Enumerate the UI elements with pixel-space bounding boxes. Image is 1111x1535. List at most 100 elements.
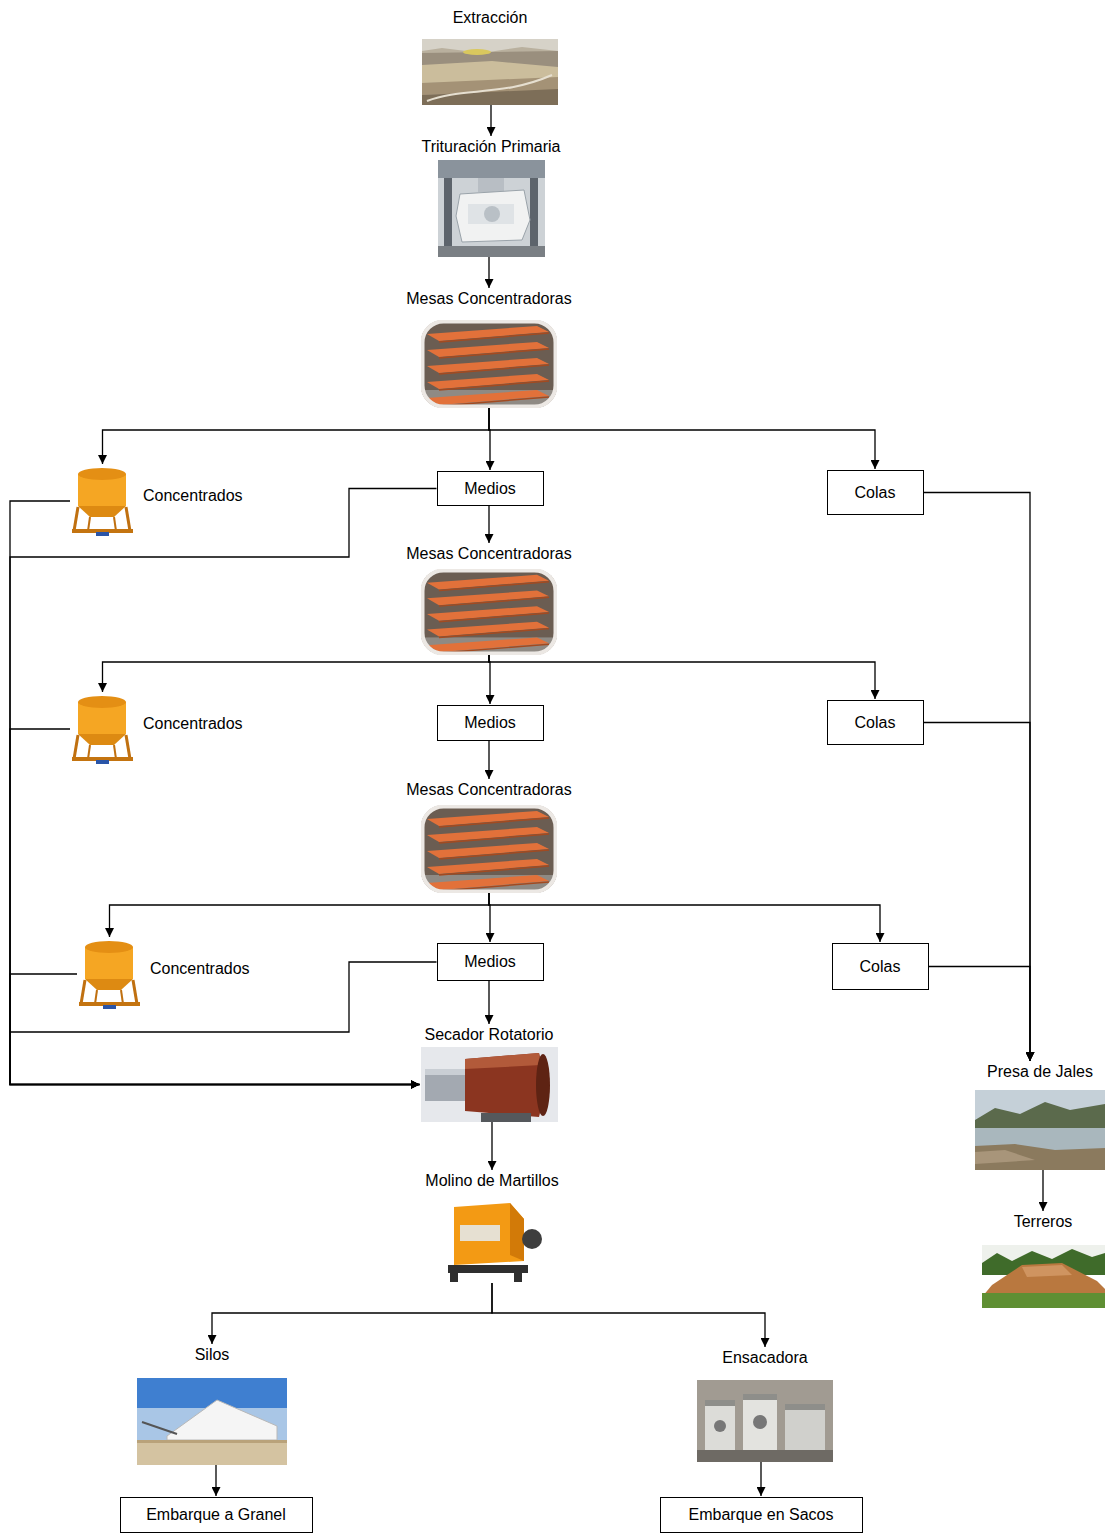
photo-illustration	[137, 1378, 287, 1465]
process-step: Terreros	[980, 1212, 1106, 1308]
process-box: Embarque en Sacos	[660, 1497, 863, 1533]
process-step: Trituración Primaria	[391, 137, 591, 257]
flow-arrow	[490, 105, 491, 136]
tank-leg	[114, 745, 116, 759]
photo-detail	[454, 1203, 524, 1265]
box-label: Medios	[464, 713, 516, 733]
photo-detail	[427, 591, 549, 606]
flow-arrow	[488, 257, 489, 288]
photo-detail	[1022, 1265, 1072, 1277]
photo-detail	[427, 342, 549, 357]
flow-arrow	[489, 408, 875, 469]
step-label: Mesas Concentradoras	[406, 780, 571, 800]
photo-detail	[463, 49, 491, 55]
tank-leg	[133, 980, 137, 1004]
box-label: Medios	[464, 952, 516, 972]
tank-plate	[96, 532, 109, 536]
photo-detail	[427, 75, 552, 101]
step-label: Concentrados	[150, 959, 250, 979]
tank-icon	[70, 693, 135, 765]
photo-detail	[427, 606, 549, 621]
photo-detail	[427, 326, 549, 341]
step-label: Secador Rotatorio	[425, 1025, 554, 1045]
flow-arrow	[103, 408, 490, 464]
tank-lid	[78, 468, 126, 480]
photo-detail	[481, 1113, 531, 1122]
photo-detail	[427, 637, 549, 652]
process-step: Presa de Jales	[972, 1062, 1108, 1170]
step-label: Silos	[195, 1345, 230, 1365]
flow-arrow	[929, 967, 1031, 1062]
box-label: Embarque a Granel	[146, 1505, 286, 1525]
photo-detail	[439, 333, 549, 342]
tank-leg	[126, 735, 130, 759]
flow-arrow	[10, 489, 437, 1085]
process-step: Ensacadora	[685, 1348, 845, 1462]
photo-detail	[705, 1400, 735, 1406]
photo-illustration	[421, 569, 557, 655]
photo-detail	[975, 1150, 1035, 1164]
flow-arrow	[489, 893, 880, 942]
tank-leg	[81, 980, 85, 1004]
photo-detail	[427, 843, 549, 858]
photo-detail	[439, 818, 549, 827]
process-box: Medios	[437, 471, 544, 506]
photo-detail	[536, 1054, 550, 1116]
photo-detail	[478, 178, 504, 192]
tank-lid	[85, 941, 133, 953]
process-step: Extracción	[400, 8, 580, 105]
box-label: Medios	[464, 479, 516, 499]
photo-detail	[427, 622, 549, 637]
photo-detail	[753, 1415, 767, 1429]
photo-detail	[425, 1069, 469, 1075]
tank-cone	[85, 979, 133, 990]
photo-detail	[468, 204, 514, 224]
flow-arrow	[489, 655, 875, 699]
photo-detail	[421, 805, 557, 893]
photo-detail	[510, 1203, 524, 1261]
process-box: Medios	[437, 943, 544, 981]
photo-detail	[785, 1404, 825, 1410]
process-step: Molino de Martillos	[402, 1171, 582, 1283]
photo-detail	[439, 349, 549, 358]
photo-detail	[427, 374, 549, 389]
tank-icon	[77, 938, 142, 1010]
photo-illustration	[421, 1047, 558, 1122]
photo-detail	[423, 807, 556, 892]
flow-arrow	[491, 1122, 492, 1170]
step-label: Presa de Jales	[987, 1062, 1093, 1082]
photo-detail	[975, 1102, 1105, 1132]
photo-detail	[439, 834, 549, 843]
flow-arrow	[10, 501, 420, 1085]
photo-detail	[514, 1273, 522, 1282]
photo-detail	[785, 1404, 825, 1450]
tank-leg	[121, 990, 123, 1004]
tank-plate	[96, 760, 109, 764]
process-box: Medios	[437, 705, 544, 741]
photo-detail	[427, 827, 549, 842]
photo-illustration	[975, 1090, 1105, 1170]
photo-detail	[438, 160, 545, 178]
flow-arrow	[212, 1283, 492, 1344]
photo-detail	[439, 613, 549, 622]
process-step: Mesas Concentradoras	[379, 289, 599, 408]
tank-leg	[88, 517, 90, 531]
photo-illustration	[421, 805, 557, 893]
photo-detail	[438, 160, 545, 257]
step-label: Concentrados	[143, 486, 243, 506]
photo-detail	[522, 1229, 542, 1249]
photo-detail	[714, 1420, 726, 1432]
flow-arrow	[492, 1283, 765, 1347]
process-box: Colas	[827, 470, 924, 515]
photo-detail	[975, 1144, 1105, 1170]
concentrate-tank: Concentrados	[70, 465, 243, 537]
photo-detail	[423, 570, 556, 653]
tank-icon	[70, 465, 135, 537]
photo-detail	[705, 1400, 735, 1450]
step-label: Trituración Primaria	[422, 137, 561, 157]
step-label: Ensacadora	[722, 1348, 807, 1368]
concentrate-tank: Concentrados	[70, 693, 243, 765]
flow-arrow	[760, 1462, 761, 1496]
photo-illustration	[438, 160, 545, 257]
